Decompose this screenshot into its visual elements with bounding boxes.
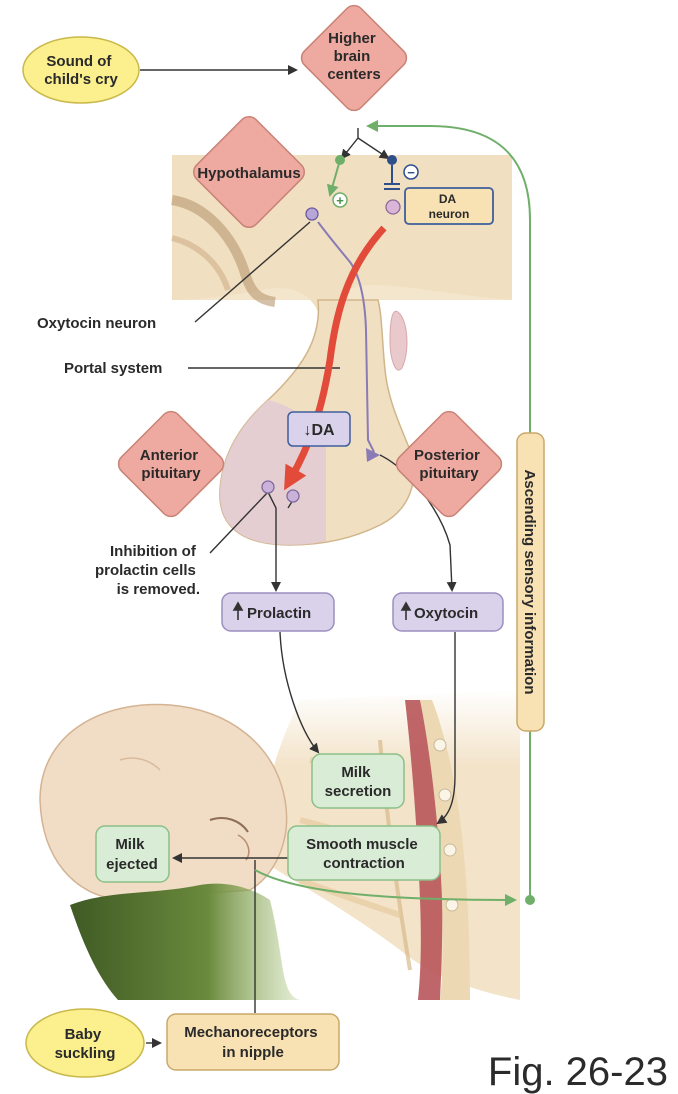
hypothalamus-label: Hypothalamus	[197, 165, 300, 182]
da-decrease-box	[287, 411, 351, 447]
portal-system-label: Portal system	[64, 360, 162, 377]
da-neuron-cell	[385, 199, 401, 215]
oxytocin-neuron-label: Oxytocin neuron	[37, 315, 156, 332]
sound-of-cry-oval	[22, 36, 140, 104]
posterior-pituitary-diamond	[395, 410, 503, 518]
ascending-sensory-label: Ascending sensory information	[521, 469, 538, 694]
minus-sign-badge	[403, 164, 419, 180]
milk-secretion-label: Milk secretion	[325, 764, 392, 800]
posterior-pituitary-label: Posterior pituitary	[414, 447, 484, 482]
milk-secretion-box	[311, 753, 405, 809]
mechanoreceptors-box	[166, 1013, 340, 1071]
milk-ejected-label: Milk ejected	[106, 836, 158, 873]
da-neuron-label: DA neuron	[429, 192, 470, 221]
prolactin-up-arrow-icon	[232, 601, 244, 620]
smooth-muscle-box	[287, 825, 441, 881]
oxytocin-axon	[317, 221, 375, 453]
higher-brain-label: Higher brain centers	[327, 30, 380, 83]
figure-number: Fig. 26-23	[488, 1050, 668, 1094]
baby-suckling-label: Baby suckling	[55, 1026, 116, 1062]
inhibitory-synapse-dot	[387, 155, 397, 165]
excitatory-synapse-dot	[335, 155, 345, 165]
oxytocin-box	[392, 592, 504, 632]
oxytocin-label: Oxytocin	[414, 605, 478, 622]
smooth-muscle-label: Smooth muscle contraction	[306, 836, 422, 872]
anterior-pituitary-label: Anterior pituitary	[140, 447, 203, 482]
da-decrease-label: ↓DA	[303, 422, 335, 439]
oxytocin-neuron-cell	[305, 207, 319, 221]
plus-sign: +	[336, 193, 344, 208]
higher-brain-diamond	[300, 4, 408, 112]
mechanoreceptors-label: Mechanoreceptors in nipple	[184, 1024, 322, 1061]
oxytocin-terminal	[366, 448, 380, 462]
prolactin-cell-2	[286, 489, 300, 503]
minus-sign: −	[407, 165, 415, 180]
baby-suckling-oval	[25, 1008, 145, 1078]
hypothalamus-diamond	[192, 115, 306, 229]
ascending-sensory-pathway	[254, 120, 531, 906]
oxytocin-up-arrow-icon	[400, 601, 412, 620]
connector-lines	[140, 65, 457, 1048]
plus-sign-badge	[332, 192, 348, 208]
sound-of-cry-label: Sound of child's cry	[44, 53, 118, 88]
da-neuron-box	[404, 187, 494, 225]
milk-ejected-box	[95, 825, 170, 883]
prolactin-label: Prolactin	[247, 605, 311, 622]
prolactin-box	[221, 592, 335, 632]
sensory-node-dot	[525, 895, 535, 905]
ascending-sensory-box	[516, 432, 545, 732]
inhibition-label: Inhibition of prolactin cells is removed…	[95, 543, 200, 598]
anterior-pituitary-diamond	[117, 410, 225, 518]
prolactin-cell-1	[261, 480, 275, 494]
